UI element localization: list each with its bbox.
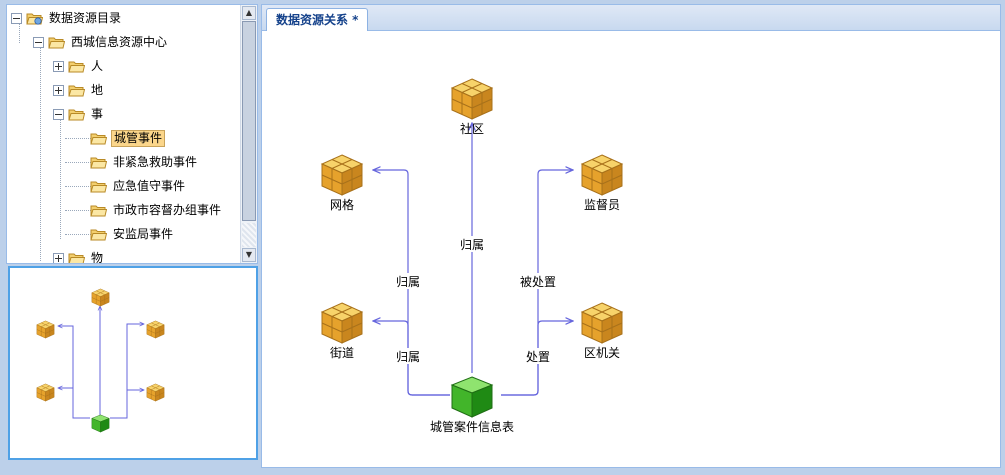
tree-item-di[interactable]: 地 <box>53 81 105 99</box>
overview-edge <box>58 388 90 419</box>
node-label-shequ: 社区 <box>460 121 484 136</box>
tree-item-emergency-duty-event[interactable]: 应急值守事件 <box>90 177 187 195</box>
folder-icon <box>90 228 107 241</box>
tree-item-non-emergency-event[interactable]: 非紧急救助事件 <box>90 153 199 171</box>
tree-scrollbar[interactable]: ▲ ▼ <box>240 5 257 263</box>
tree-item-label: 城管事件 <box>111 129 166 147</box>
folder-icon <box>90 132 107 145</box>
relation-graph: 归属 归属 归属 被处置 处置 社区 网格 街道 <box>321 78 623 434</box>
node-label-wangge: 网格 <box>330 197 354 212</box>
expand-toggle-icon[interactable] <box>53 252 64 263</box>
tree-item-label: 非紧急救助事件 <box>113 154 198 169</box>
tree-guide-line <box>40 47 41 261</box>
edge-label-bg <box>517 273 559 289</box>
catalog-icon <box>26 12 43 25</box>
overview-graph <box>36 288 165 433</box>
tree-item-label: 安监局事件 <box>113 226 174 241</box>
overview-minimap[interactable] <box>8 266 258 460</box>
expand-toggle-icon[interactable] <box>53 84 64 96</box>
tree-item-label: 事 <box>91 106 104 121</box>
tree-item-label: 数据资源目录 <box>49 10 122 25</box>
box-icon <box>581 154 623 196</box>
tree-item-label: 西城信息资源中心 <box>71 34 168 49</box>
scroll-up-icon[interactable]: ▲ <box>242 6 256 20</box>
tree-guide-line <box>65 186 91 187</box>
node-wangge[interactable]: 网格 <box>321 154 363 212</box>
folder-icon <box>68 60 85 73</box>
scrollbar-track[interactable] <box>242 223 256 247</box>
tree-item-municipal-event[interactable]: 市政市容督办组事件 <box>90 201 223 219</box>
edge-label-to-wangge: 归属 <box>396 275 420 289</box>
overview-edge <box>58 326 90 419</box>
tree-guide-line <box>60 119 61 239</box>
tree-item-label: 地 <box>91 82 104 97</box>
edge-label-bg <box>458 236 486 252</box>
folder-icon <box>90 204 107 217</box>
tree-guide-line <box>65 210 91 211</box>
tree-item-catalog[interactable]: 数据资源目录 <box>11 9 123 27</box>
tree-guide-line <box>65 138 91 139</box>
tree-guide-line <box>65 234 91 235</box>
relation-graph-canvas[interactable]: 归属 归属 归属 被处置 处置 社区 网格 街道 <box>262 31 1000 467</box>
box-icon <box>321 302 363 344</box>
folder-icon <box>90 180 107 193</box>
overview-box-icon <box>36 320 55 339</box>
collapse-toggle-icon[interactable] <box>11 12 22 24</box>
tree-item-xicheng-center[interactable]: 西城信息资源中心 <box>33 33 169 51</box>
relation-tab-panel: 数据资源关系 * 归属 归属 归属 被处置 处置 <box>261 4 1001 468</box>
tree-item-label: 物 <box>91 250 104 264</box>
tree-item-label: 市政市容督办组事件 <box>113 202 222 217</box>
folder-icon <box>90 156 107 169</box>
tree-item-label: 人 <box>91 58 104 73</box>
tab-strip: 数据资源关系 * <box>262 5 1000 31</box>
folder-icon <box>68 108 85 121</box>
overview-box-icon <box>36 383 55 402</box>
resource-tree-panel: 数据资源目录 西城信息资源中心 人 地 事 城管事件 非紧急救助事件 应急值守事… <box>6 4 258 264</box>
tree-guide-line <box>19 23 20 43</box>
scroll-down-icon[interactable]: ▼ <box>242 248 256 262</box>
edge-label-to-jianduyuan: 被处置 <box>520 275 556 289</box>
overview-box-icon <box>146 383 165 402</box>
edge-label-to-jiedao: 归属 <box>396 350 420 364</box>
collapse-toggle-icon[interactable] <box>33 36 44 48</box>
tree-item-label: 应急值守事件 <box>113 178 186 193</box>
overview-box-icon <box>146 320 165 339</box>
overview-edge <box>110 390 144 419</box>
node-label-qujiguan: 区机关 <box>584 346 620 360</box>
edge-label-to-shequ: 归属 <box>460 238 484 252</box>
edge-label-bg <box>394 273 422 289</box>
collapse-toggle-icon[interactable] <box>53 108 64 120</box>
node-label-jiedao: 街道 <box>330 346 354 360</box>
green-cube-icon <box>451 376 493 418</box>
box-icon <box>451 78 493 120</box>
tree-item-wu[interactable]: 物 <box>53 249 105 265</box>
node-label-jianduyuan: 监督员 <box>584 197 620 212</box>
node-jianduyuan[interactable]: 监督员 <box>581 154 623 212</box>
node-jiedao[interactable]: 街道 <box>321 302 363 360</box>
overview-edges <box>58 306 144 419</box>
edge-label-bg <box>394 348 422 364</box>
node-chengguan-case-table[interactable]: 城管案件信息表 <box>430 376 514 434</box>
edge-label-bg <box>524 348 552 364</box>
node-qujiguan[interactable]: 区机关 <box>581 302 623 360</box>
tree-item-shi[interactable]: 事 <box>53 105 105 123</box>
expand-toggle-icon[interactable] <box>53 60 64 72</box>
scrollbar-thumb[interactable] <box>242 21 256 221</box>
tree-item-chengguan-event[interactable]: 城管事件 <box>90 129 166 147</box>
folder-icon <box>48 36 65 49</box>
node-label-center: 城管案件信息表 <box>430 419 514 434</box>
overview-green-cube-icon <box>91 414 110 433</box>
folder-icon <box>68 252 85 265</box>
tree-item-safety-event[interactable]: 安监局事件 <box>90 225 175 243</box>
edge-label-to-qujiguan: 处置 <box>526 350 550 364</box>
tree-item-ren[interactable]: 人 <box>53 57 105 75</box>
folder-icon <box>68 84 85 97</box>
overview-box-icon <box>91 288 110 307</box>
tree-guide-line <box>65 162 91 163</box>
node-shequ[interactable]: 社区 <box>451 78 493 136</box>
tab-data-resource-relation[interactable]: 数据资源关系 * <box>266 8 369 31</box>
box-icon <box>321 154 363 196</box>
box-icon <box>581 302 623 344</box>
